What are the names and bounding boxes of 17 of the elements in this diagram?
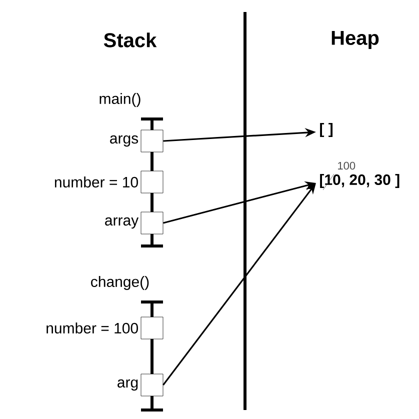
variable-name: array <box>105 217 139 229</box>
variable-slot <box>140 170 164 194</box>
frame-label: change() <box>91 276 149 290</box>
overwritten-value: 100 <box>338 162 356 170</box>
array-value: [ ] <box>320 123 333 137</box>
column-heading: Heap <box>332 31 379 49</box>
frame-label: main() <box>100 93 140 107</box>
variable-name: number = 10 <box>54 176 138 188</box>
column-heading: Stack <box>104 32 157 48</box>
variable-slot <box>140 212 164 234</box>
variable-slot <box>140 374 164 396</box>
variable-name: arg <box>118 379 138 391</box>
array-value: [10, 20, 30 ] <box>320 174 400 188</box>
variable-name: args <box>110 135 138 147</box>
variable-slot <box>140 130 164 152</box>
variable-slot <box>140 316 164 340</box>
variable-name: number = 100 <box>46 322 138 334</box>
